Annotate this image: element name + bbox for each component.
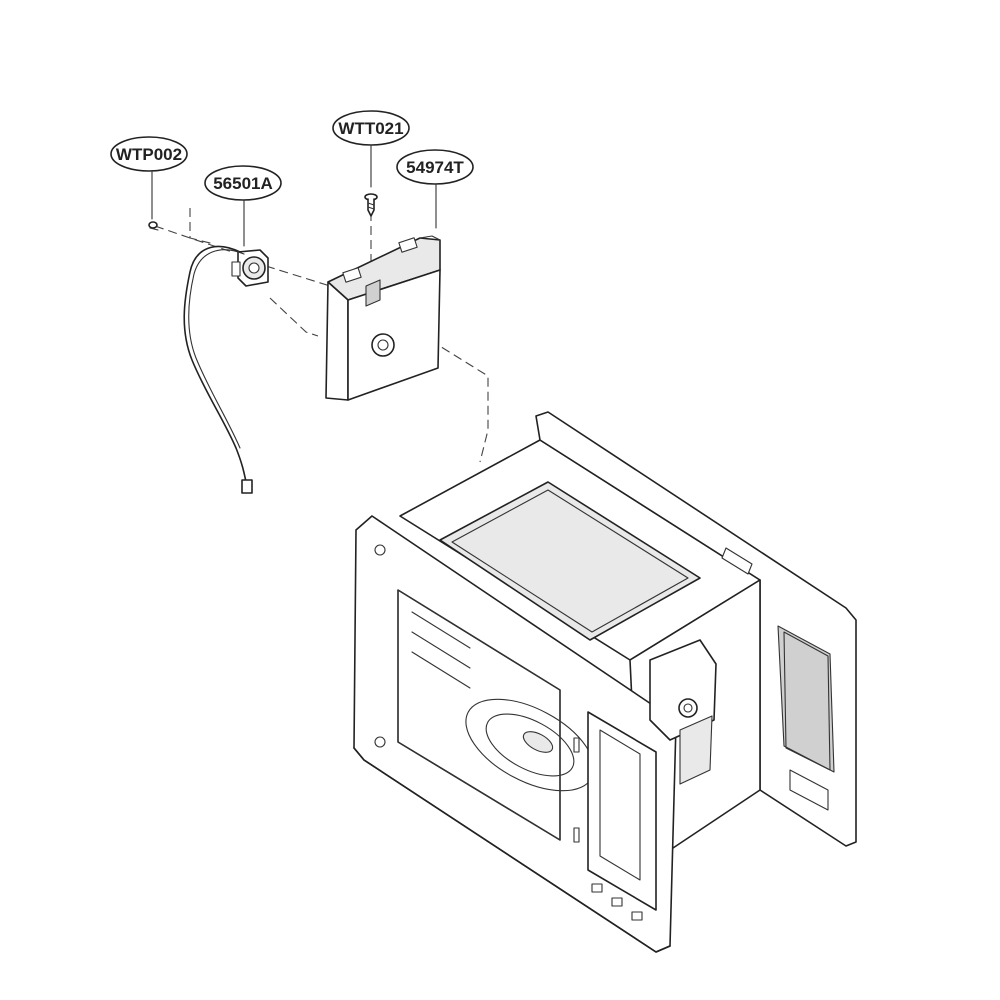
callout-label-54974t: 54974T [406, 158, 464, 177]
callout-label-wtp002: WTP002 [116, 145, 182, 164]
callout-wtt021: WTT021 [332, 110, 410, 188]
screw-wtp002 [148, 221, 159, 231]
callout-label-56501a: 56501A [213, 174, 273, 193]
callout-54974t: 54974T [396, 149, 474, 229]
callout-label-wtt021: WTT021 [338, 119, 403, 138]
callout-56501a: 56501A [204, 165, 282, 247]
oven-cavity-assembly [353, 411, 857, 953]
callout-wtp002: WTP002 [110, 136, 188, 220]
bracket-54974t [325, 235, 441, 401]
sensor-56501a [183, 245, 269, 494]
screw-wtt021 [364, 193, 378, 217]
assembly-guide-lines [154, 208, 489, 463]
